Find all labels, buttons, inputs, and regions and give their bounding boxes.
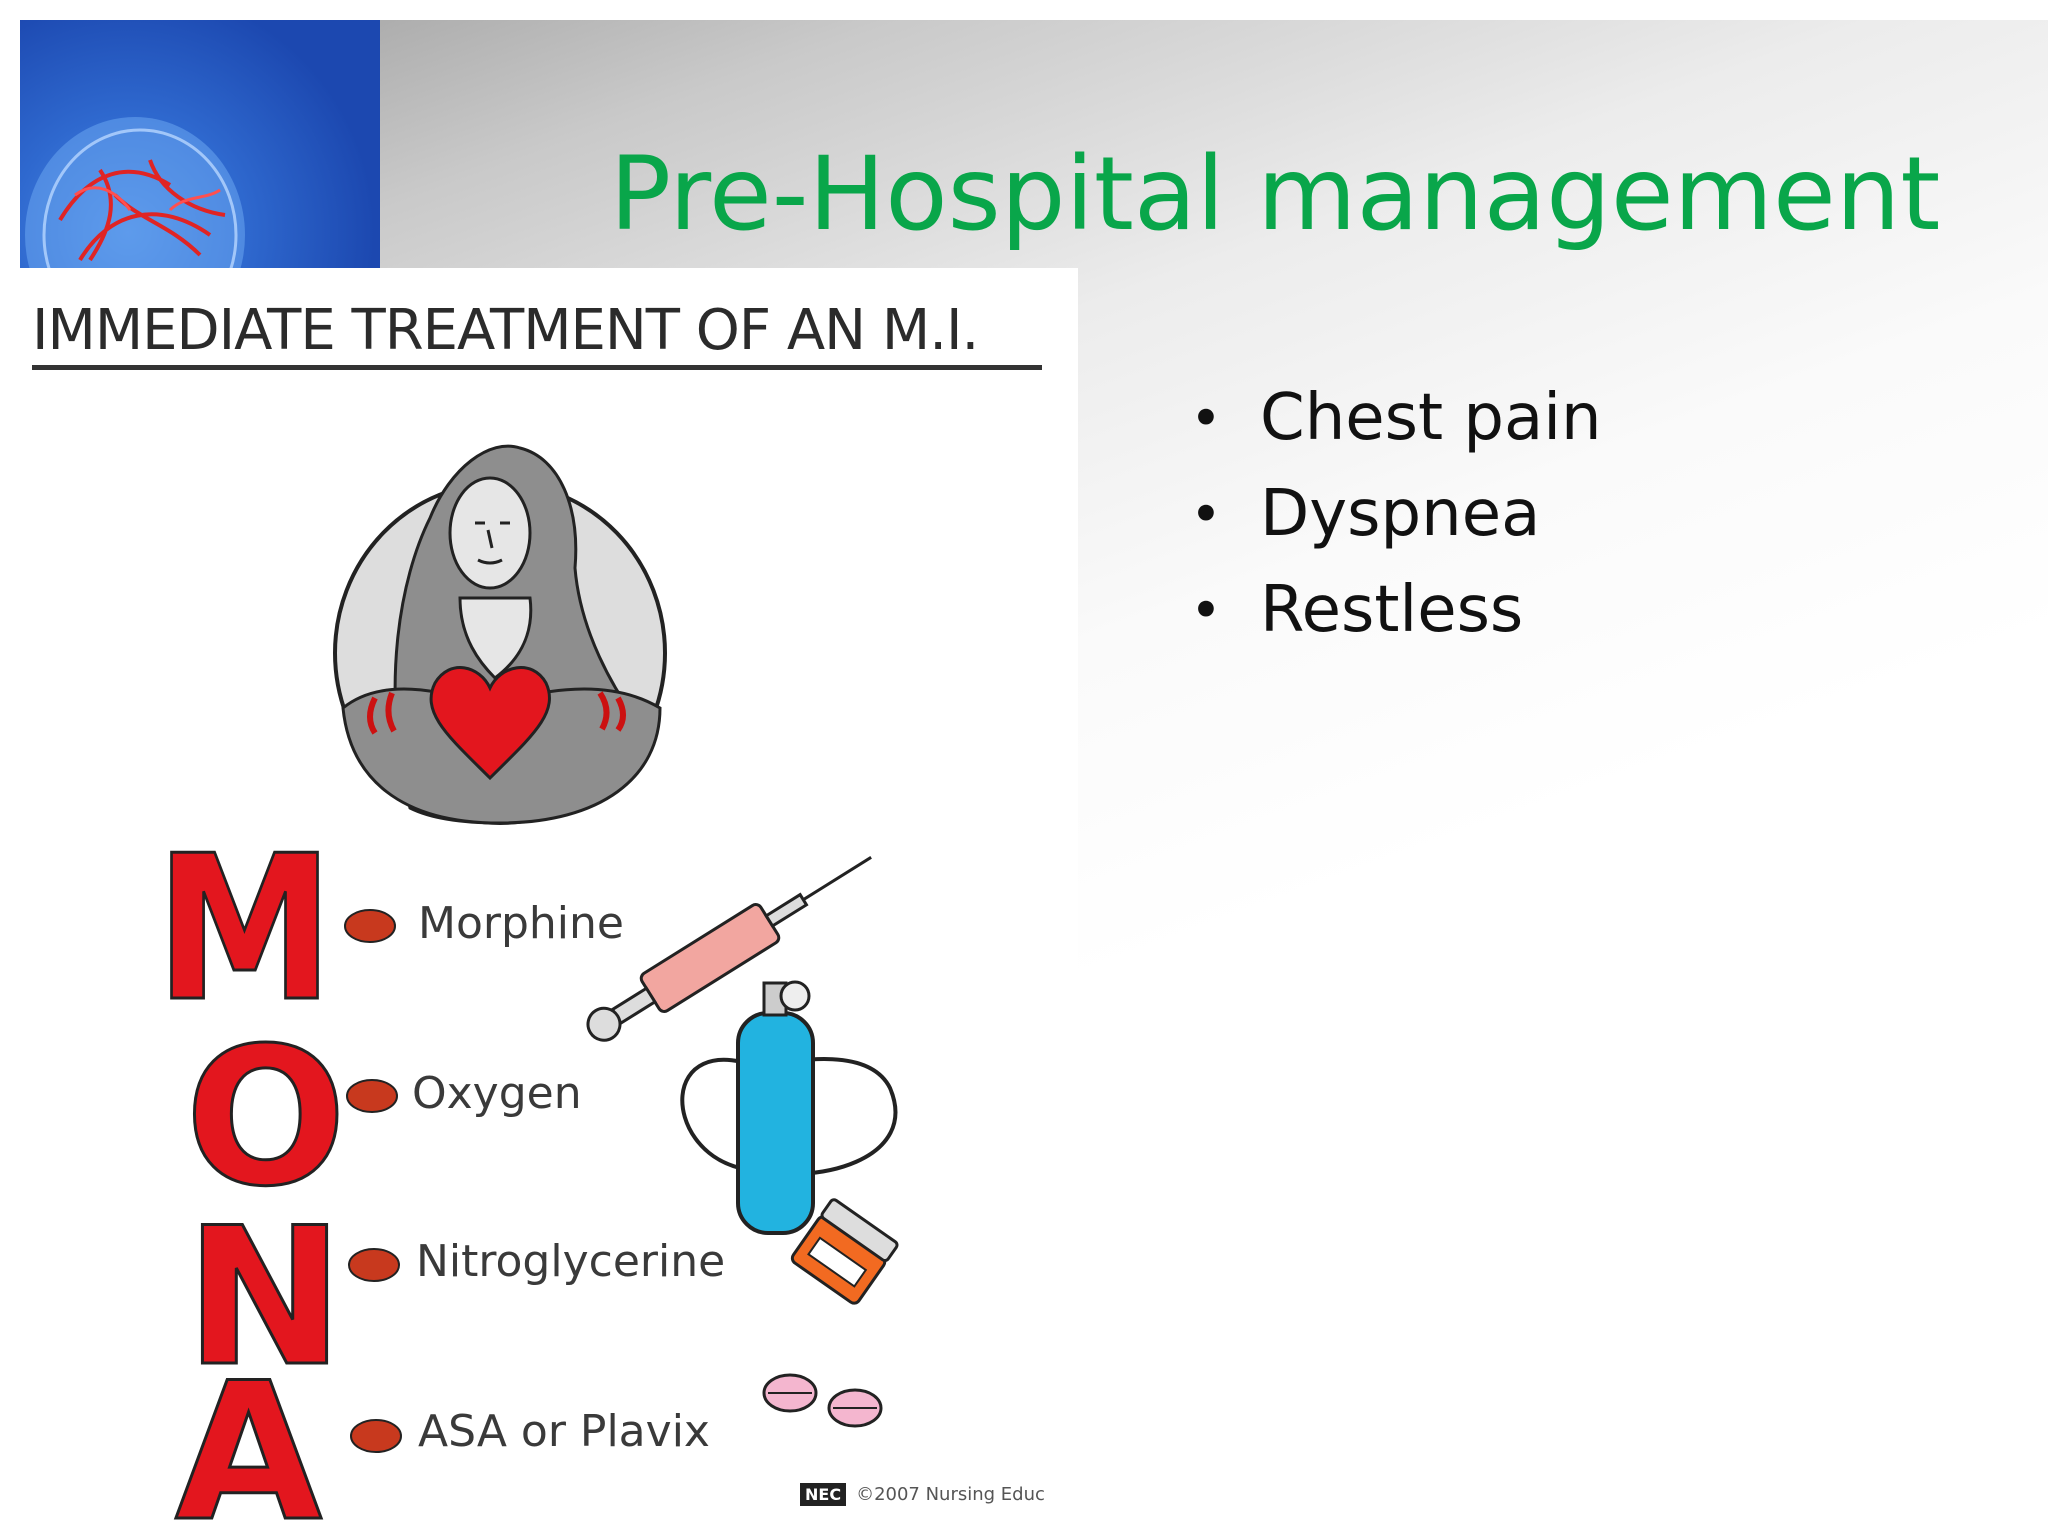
drug-label-morphine: Morphine bbox=[418, 898, 624, 949]
mona-illustration: IMMEDIATE TREATMENT OF AN M.I. M O N A bbox=[20, 268, 1078, 1536]
syringe-icon bbox=[586, 856, 872, 1042]
bullet-list: • Chest pain • Dyspnea • Restless bbox=[1190, 370, 1602, 658]
brain-head-image bbox=[20, 20, 380, 270]
mona-letter-a: A bbox=[175, 1342, 322, 1536]
mona-drawing: M O N A bbox=[154, 444, 899, 1536]
bullet-item: • Restless bbox=[1190, 562, 1602, 658]
drug-label-oxygen: Oxygen bbox=[412, 1068, 582, 1119]
bullet-dot: • bbox=[1190, 482, 1222, 546]
credit-logo: NEC bbox=[800, 1483, 847, 1506]
drug-bullet bbox=[348, 1248, 400, 1282]
slide-title: Pre-Hospital management bbox=[609, 135, 1941, 254]
bullet-item: • Chest pain bbox=[1190, 370, 1602, 466]
figure-header: IMMEDIATE TREATMENT OF AN M.I. bbox=[32, 298, 1042, 370]
drug-bullet bbox=[350, 1419, 402, 1453]
brain-head-icon bbox=[25, 117, 245, 270]
figure-credit: NEC ©2007 Nursing Educ bbox=[800, 1483, 1045, 1506]
bullet-text: Dyspnea bbox=[1260, 477, 1541, 551]
oxygen-tank-icon bbox=[680, 980, 898, 1235]
credit-text: ©2007 Nursing Educ bbox=[856, 1484, 1045, 1505]
drug-label-asa: ASA or Plavix bbox=[418, 1406, 710, 1457]
drug-label-nitroglycerine: Nitroglycerine bbox=[416, 1236, 726, 1287]
slide: Pre-Hospital management • Chest pain • D… bbox=[20, 20, 2048, 1536]
bullet-text: Restless bbox=[1260, 573, 1524, 647]
bullet-dot: • bbox=[1190, 578, 1222, 642]
mona-letter-o: O bbox=[185, 1007, 347, 1228]
pill-bottle-icon bbox=[790, 1198, 899, 1305]
mona-lisa-portrait bbox=[333, 444, 667, 825]
mona-letter-m: M bbox=[155, 812, 334, 1045]
bullet-dot: • bbox=[1190, 386, 1222, 450]
heart-icon bbox=[429, 666, 551, 781]
drug-bullet bbox=[346, 1079, 398, 1113]
mona-letter-n: N bbox=[185, 1187, 344, 1408]
bullet-item: • Dyspnea bbox=[1190, 466, 1602, 562]
drug-bullet bbox=[344, 909, 396, 943]
pills-icon bbox=[762, 1373, 883, 1428]
bullet-text: Chest pain bbox=[1260, 381, 1602, 455]
